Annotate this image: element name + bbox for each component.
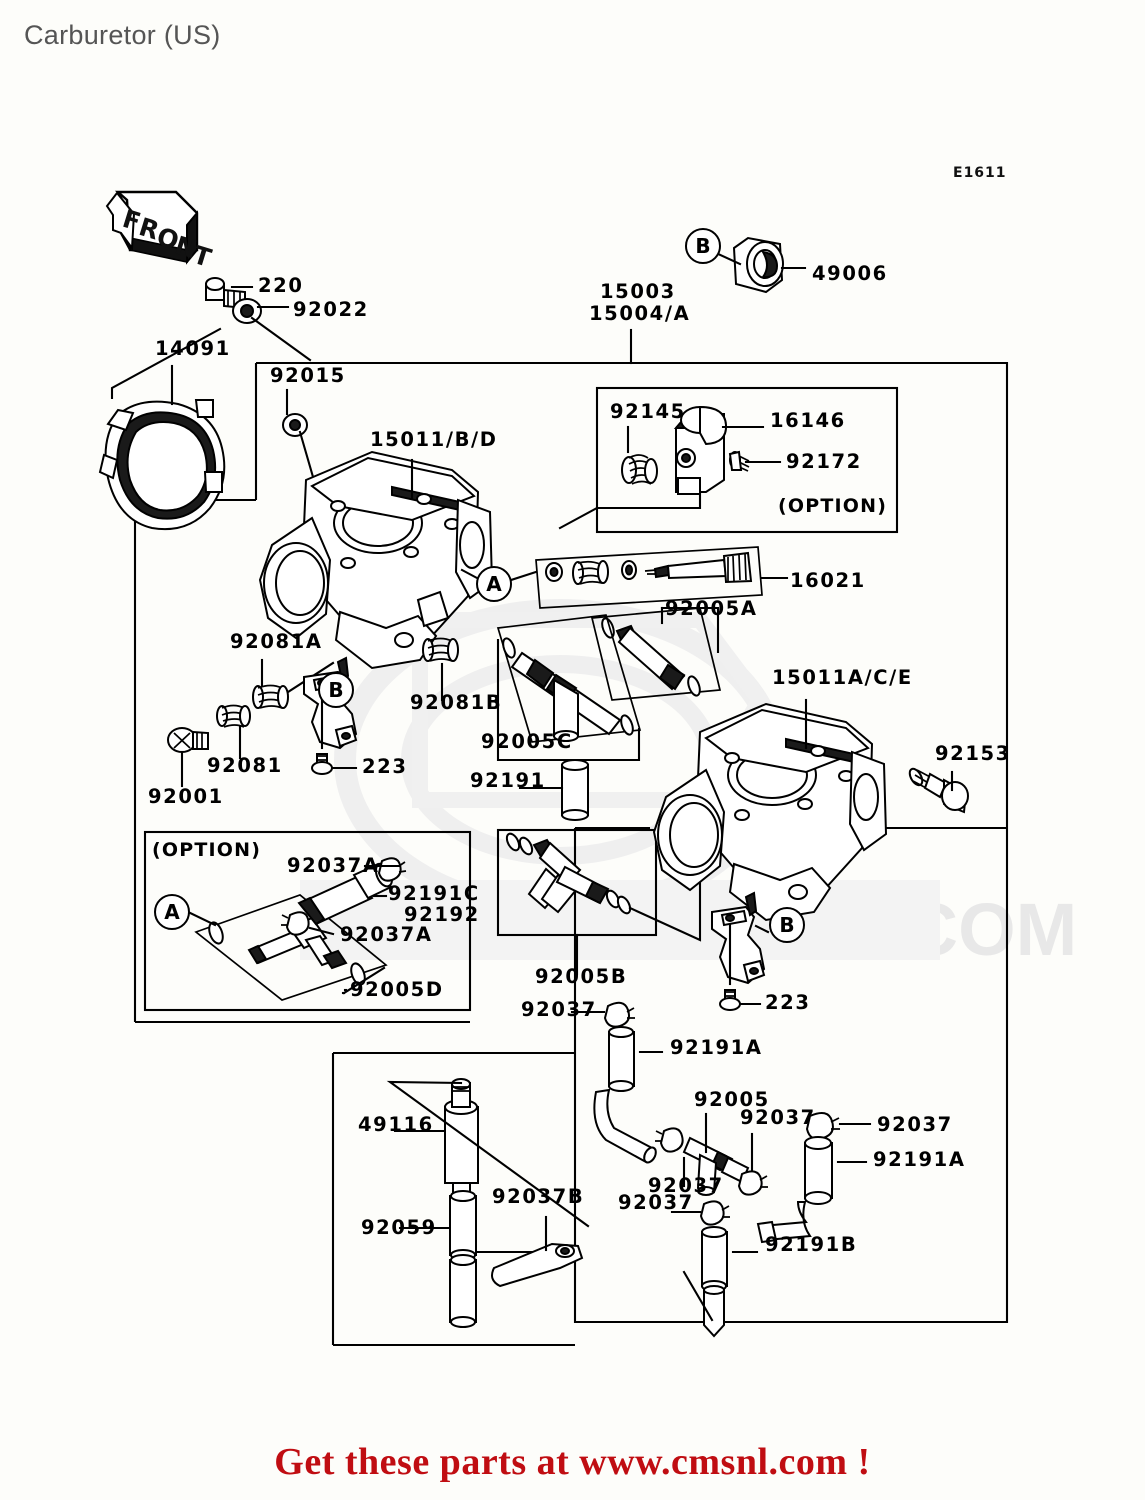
part-92191A-tube-lower [756,1136,868,1244]
frame-boxes [133,361,1009,1347]
part-number-label[interactable]: 92145 [610,400,686,423]
part-number-label[interactable]: 92037 [648,1174,724,1197]
part-16021-spring [572,560,609,585]
part-92191B-tube [682,1226,759,1338]
part-number-label[interactable]: 92153 [935,742,1011,765]
part-223-bolt-right [719,989,741,1011]
part-92037B-stay [491,1215,584,1288]
part-92005A-group [590,606,722,701]
part-92037A-clamp-upper [377,857,407,882]
part-92081B-spring [422,637,459,662]
part-49116-filter [386,1078,590,1228]
part-number-label[interactable]: 220 [258,274,304,297]
part-number-label[interactable]: 92001 [148,785,224,808]
front-arrow-marker: F R O N T [105,190,215,273]
part-220-bolt [205,277,254,310]
option-box-upper: (OPTION) [558,386,899,534]
part-number-label[interactable]: 92005B [535,965,627,988]
part-number-label[interactable]: 92059 [361,1216,437,1239]
part-number-label[interactable]: 15011/B/D [370,428,498,451]
part-92191-sleeve [561,759,589,821]
part-15011ACE-carb-body [652,698,969,922]
part-92145-spring [621,454,658,485]
part-number-label[interactable]: 16021 [790,569,866,592]
page-title: Carburetor (US) [24,20,221,50]
option-box-lower: (OPTION) [143,830,472,1012]
part-number-label[interactable]: 223 [765,991,811,1014]
part-number-label[interactable]: 16146 [770,409,846,432]
part-number-label[interactable]: 49116 [358,1113,434,1136]
part-number-label[interactable]: 92037 [618,1191,694,1214]
callout-A-main: A [460,566,538,602]
part-49006 [714,236,807,294]
part-number-label[interactable]: 92037 [877,1113,953,1136]
part-number-label[interactable]: 92005C [481,730,573,753]
part-92037-clamp-b [737,1170,768,1196]
callout-B-top: B [685,228,721,264]
part-92059-hose [398,1190,477,1328]
part-cable-bracket-right [711,891,770,1011]
part-number-label[interactable]: 92037B [492,1185,584,1208]
callout-A-option: A [154,894,190,930]
part-number-label[interactable]: 223 [362,755,408,778]
diagram-code: E1611 [953,165,1007,181]
part-number-label[interactable]: 92192 [404,903,480,926]
part-number-label[interactable]: 92037A [340,923,433,946]
part-number-label[interactable]: 92015 [270,364,346,387]
part-number-label[interactable]: 14091 [155,337,231,360]
part-92005C-group [496,614,642,821]
callout-B-right-label: B [779,913,794,937]
part-92081-spring [216,704,251,760]
part-number-label[interactable]: 92005D [350,978,444,1001]
part-number-label[interactable]: 92022 [293,298,369,321]
part-92037-clamp-c [805,1111,872,1140]
part-number-label[interactable]: 92191A [873,1148,966,1171]
part-number-label[interactable]: 92081 [207,754,283,777]
part-number-label[interactable]: 92081B [410,691,502,714]
callout-bubbles: A B B A B [154,228,805,943]
part-number-label[interactable]: 92191B [765,1233,857,1256]
part-number-label[interactable]: 15011A/C/E [772,666,913,689]
footer-cta: Get these parts at www.cmsnl.com ! [274,1441,871,1483]
part-16146-body [673,405,728,495]
part-92001-screw [167,727,209,788]
part-92191A-tube-upper [593,1026,664,1164]
part-number-label[interactable]: 92005 [694,1088,770,1111]
part-223-bolt-left [311,753,333,775]
part-number-label[interactable]: 92081A [230,630,323,653]
part-92037A-clamp-lower [281,911,310,936]
part-16021-needle [644,551,753,584]
callout-B-left-label: B [328,678,343,702]
part-number-label[interactable]: 92191C [388,882,480,905]
callout-A-option-label: A [164,900,180,924]
part-92005B-group [496,826,702,976]
part-number-label[interactable]: 15003 [600,280,676,303]
option-label-lower: (OPTION) [152,839,261,861]
part-16021-group [535,546,789,609]
part-92037-clamp-a [570,1001,635,1028]
part-number-label[interactable]: 92037A [287,854,380,877]
part-92022-washer [232,298,312,362]
option-label-upper: (OPTION) [778,495,887,517]
part-15011BD-carb-body [258,450,494,702]
part-number-label[interactable]: 92037 [521,998,597,1021]
callout-B-top-label: B [695,234,710,258]
part-92037-clamp-d [670,1200,730,1226]
part-number-label[interactable]: 92191A [670,1036,763,1059]
callout-A-label: A [486,572,502,596]
part-number-label[interactable]: 92037 [740,1106,816,1129]
part-92172-screw [728,450,750,472]
part-92081A-spring [252,658,335,709]
callout-B-bracket-right: B [769,907,805,943]
part-number-label[interactable]: 15004/A [589,302,690,325]
part-number-label[interactable]: 92191 [470,769,546,792]
part-number-label[interactable]: 92005A [665,597,758,620]
part-92153-bolt [908,767,969,814]
part-92005-tee [655,1112,768,1196]
part-14091-holder [98,327,226,531]
callout-B-bracket-left: B [318,672,354,708]
part-number-label[interactable]: 49006 [812,262,888,285]
part-number-label[interactable]: 92172 [786,450,862,473]
